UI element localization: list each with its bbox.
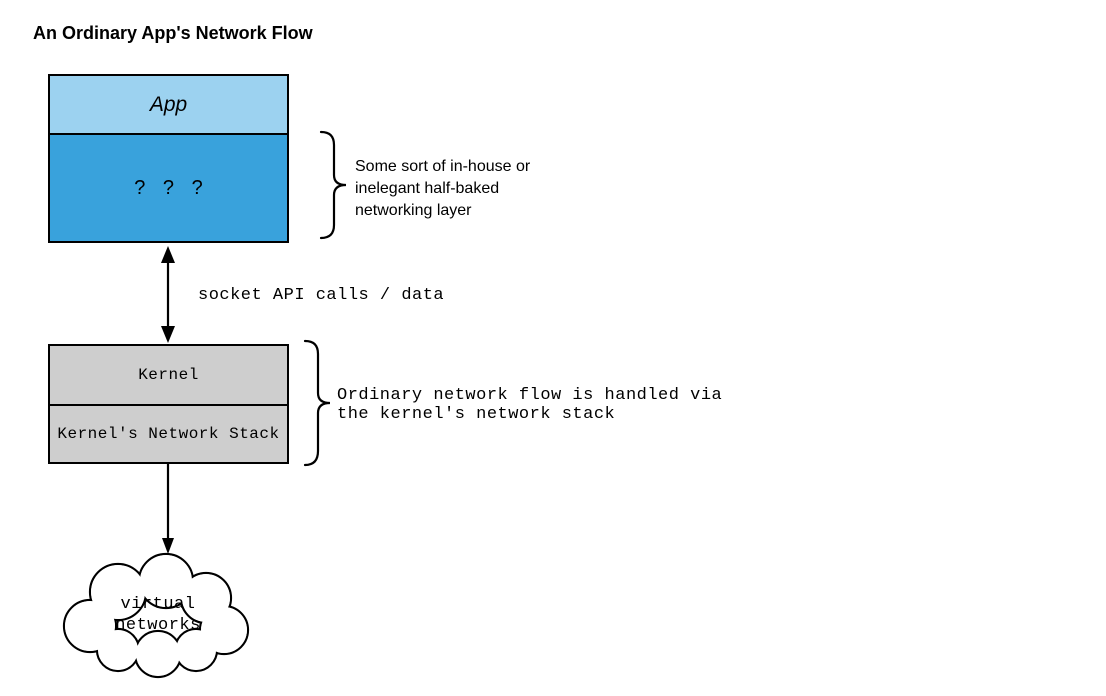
kernel-network-stack-label: Kernel's Network Stack [57,425,280,443]
kernel-stack-box: Kernel Kernel's Network Stack [48,344,289,464]
networking-layer-brace-icon [318,130,350,240]
kernel-box: Kernel [50,346,287,406]
socket-arrow-label: socket API calls / data [198,286,445,305]
page-title: An Ordinary App's Network Flow [33,23,313,43]
virtual-networks-label: virtual networks [58,594,258,636]
networking-layer-box: ? ? ? [50,135,287,241]
annotation-line: the kernel's network stack [337,405,616,424]
cloud-label-line: networks [115,616,201,635]
annotation-line: networking layer [355,202,472,219]
annotation-line: Some sort of in-house or [355,158,531,175]
virtual-networks-cloud [58,548,258,684]
annotation-line: inelegant half-baked [355,180,500,197]
app-layer-label: App [149,92,188,116]
app-stack-box: App ? ? ? [48,74,289,243]
socket-double-arrow-icon [157,245,179,344]
kernel-brace-icon [302,339,334,467]
kernel-annotation: Ordinary network flow is handled via the… [337,386,722,424]
networking-layer-label: ? ? ? [134,176,203,199]
networking-layer-annotation: Some sort of in-house or inelegant half-… [355,156,530,222]
kernel-network-stack-box: Kernel's Network Stack [50,406,287,462]
cloud-label-line: virtual [120,595,196,614]
app-layer-box: App [50,76,287,135]
kernel-label: Kernel [138,366,199,384]
kernel-to-cloud-arrow-icon [157,464,179,556]
annotation-line: Ordinary network flow is handled via [337,386,723,405]
